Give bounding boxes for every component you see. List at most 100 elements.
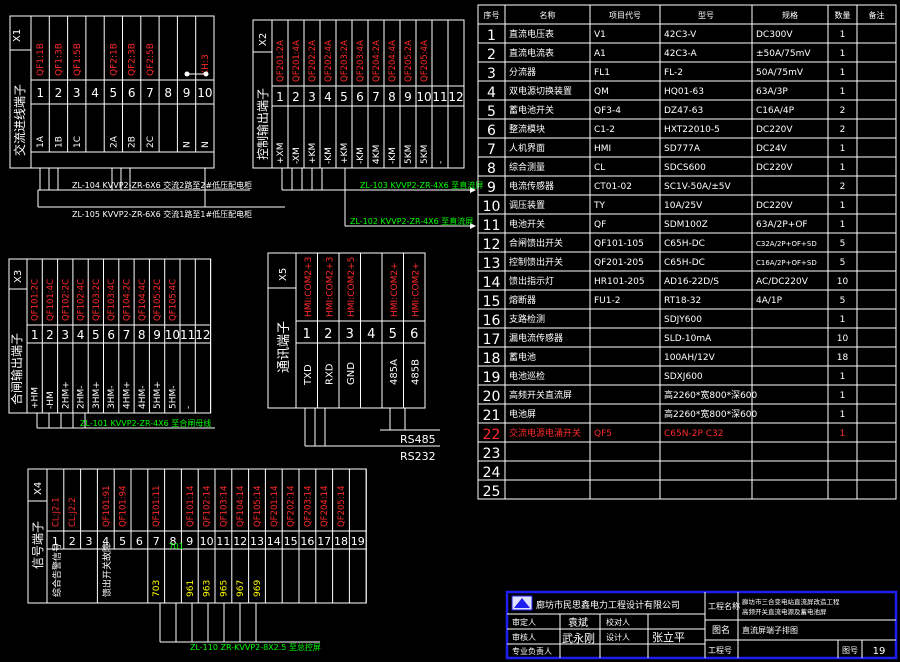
table-cell: 63A/3P — [756, 87, 788, 97]
x4-wire-number: 963 — [203, 580, 213, 597]
x5-side-frame — [267, 252, 297, 409]
x5-designation: X5 — [278, 268, 289, 281]
table-row-number: 5 — [487, 104, 496, 120]
x2-terminal-number: 11 — [432, 90, 447, 104]
x2-terminal-wire: -KM — [356, 147, 366, 164]
x2-terminal-label: QF202:2A — [308, 40, 318, 82]
sheet-label: 图号 — [842, 646, 858, 655]
x4-group-label: 综合告警信号 — [51, 543, 63, 597]
x1-terminal-number: 4 — [91, 86, 99, 100]
x1-terminal-wire: 2A — [109, 135, 119, 148]
table-cell: 2 — [840, 106, 846, 116]
x3-terminal-label: QF101:2C — [31, 279, 41, 321]
table-cell: 电池巡检 — [509, 370, 545, 382]
x2-terminal-wire: +KM — [308, 143, 318, 164]
table-cell: 综合测量 — [509, 161, 545, 173]
table-row-number: 24 — [483, 465, 501, 481]
company-logo-icon — [514, 598, 530, 608]
x1-terminal-number: 9 — [183, 86, 191, 100]
x1-terminal-label: QF1:5B — [73, 43, 83, 76]
table-cell: C65H-DC — [664, 258, 705, 268]
table-cell: 1 — [840, 429, 846, 439]
table-cell: 熔断器 — [509, 294, 536, 306]
title-block-border — [505, 590, 898, 660]
table-cell: QF3-4 — [594, 106, 621, 116]
x4-cable-label: ZL-110 ZR-KVVP2-8X2.5 至总控屏 — [190, 642, 321, 652]
x3-terminal-wire: 4HM- — [138, 385, 148, 409]
table-cell: 支路检测 — [509, 313, 545, 325]
table-cell: AC/DC220V — [756, 277, 809, 287]
table-header-cell: 名称 — [540, 10, 556, 20]
table-cell: 1 — [840, 30, 846, 40]
x3-terminal-wire: 2HM- — [77, 385, 87, 409]
x1-terminal-label: QF2:5B — [146, 43, 156, 76]
x1-terminal-wire: 2B — [128, 136, 138, 148]
table-cell: QM — [594, 87, 609, 97]
x4-terminal-number: 12 — [233, 535, 247, 548]
table-header-cell: 项目代号 — [609, 10, 641, 20]
x1-terminal-label: QF1:3B — [54, 43, 64, 76]
x4-terminal-number: 9 — [186, 535, 193, 548]
x3-terminal-wire: -HM — [46, 391, 56, 409]
table-cell: 10 — [837, 277, 849, 287]
table-cell: 蓄电池 — [509, 351, 536, 363]
x4-terminal-label: QF205:14 — [337, 486, 347, 527]
x4-terminal-label: QF104:14 — [236, 486, 246, 527]
x1-terminal-number: 5 — [110, 86, 118, 100]
table-cell: QF201-205 — [594, 258, 644, 268]
x3-terminal-wire: - — [184, 406, 194, 409]
table-cell: C16A/4P — [756, 106, 795, 116]
table-cell: SDXJ600 — [664, 372, 703, 382]
table-row-number: 23 — [483, 446, 501, 462]
x2-terminal-number: 5 — [340, 90, 348, 104]
x5-terminal-number: 1 — [303, 327, 311, 342]
table-cell: 漏电流传感器 — [509, 332, 563, 344]
table-cell: HQ01-63 — [664, 87, 704, 97]
table-cell: SD777A — [664, 144, 701, 154]
x3-terminal-wire: 5HM+ — [153, 381, 163, 409]
x1-designation: X1 — [12, 29, 23, 42]
table-row-number: 20 — [483, 389, 501, 405]
table-cell: 1 — [840, 220, 846, 230]
table-cell: ±50A/75mV — [756, 49, 811, 59]
x4-terminal-label: QF101:91 — [102, 486, 112, 527]
table-row-number: 10 — [483, 199, 501, 215]
table-cell: 50A/75mV — [756, 68, 804, 78]
x5-terminal-label: HMI:COM2+3 — [325, 257, 335, 317]
table-cell: DZ47-63 — [664, 106, 703, 116]
table-cell: 1 — [840, 87, 846, 97]
table-cell: 100AH/12V — [664, 353, 716, 363]
x4-terminal-number: 16 — [300, 535, 314, 548]
table-row-number: 11 — [483, 218, 501, 234]
x4-terminal-number: 10 — [200, 535, 214, 548]
table-row-number: 19 — [483, 370, 501, 386]
design-label: 设计人 — [606, 632, 630, 642]
x2-terminal-number: 12 — [448, 90, 463, 104]
table-row-number: 4 — [487, 85, 496, 101]
table-cell: 直流电压表 — [509, 28, 554, 40]
table-row-number: 12 — [483, 237, 501, 253]
x1-terminal-label: QF1:1B — [36, 43, 46, 76]
x4-wire-number: 703 — [152, 580, 162, 597]
x2-terminal-label: QF202:4A — [324, 40, 334, 82]
x5-terminal-number: 4 — [367, 327, 375, 342]
x3-terminal-label: QF102:4C — [77, 279, 87, 321]
x2-terminal-number: 2 — [292, 90, 300, 104]
x3-terminal-number: 6 — [107, 328, 115, 342]
table-cell: 63A/2P+OF — [756, 220, 808, 230]
table-cell: 1 — [840, 410, 846, 420]
table-cell: C65N-2P C32 — [664, 429, 723, 439]
x4-terminal-label: QF105:14 — [253, 486, 263, 527]
table-header-cell: 规格 — [782, 10, 798, 20]
x1-terminal-label: XH:3 — [201, 54, 211, 76]
table-cell: 电流传感器 — [509, 180, 554, 192]
table-row-number: 22 — [483, 427, 501, 443]
rs485-label: RS485 — [400, 433, 436, 446]
x4-terminal-number: 8 — [170, 535, 177, 548]
table-cell: 1 — [840, 49, 846, 59]
x2-terminal-wire: -XM — [292, 147, 302, 164]
table-cell: C32A/2P+OF+SD — [756, 240, 817, 248]
table-cell: 4A/1P — [756, 296, 783, 306]
x4-designation: X4 — [33, 482, 44, 495]
